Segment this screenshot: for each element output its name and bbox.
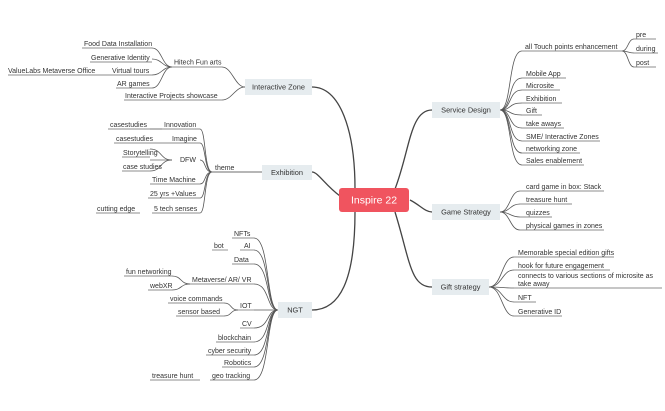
root-node[interactable]: Inspire 22 <box>339 188 409 212</box>
node-hitech-fun-arts[interactable]: Hitech Fun arts <box>174 60 222 67</box>
category-exhibition[interactable]: Exhibition <box>262 165 312 180</box>
category-interactive-zone[interactable]: Interactive Zone <box>245 79 312 95</box>
main-branches <box>311 86 433 311</box>
node-mobile-app[interactable]: Mobile App <box>526 71 561 78</box>
node-blockchain[interactable]: blockchain <box>218 335 251 342</box>
node-imagine[interactable]: Imagine <box>172 136 197 143</box>
root-label: Inspire 22 <box>351 195 397 207</box>
node-all-touch-points-enhancement[interactable]: all Touch points enhancement <box>525 44 618 51</box>
category-label: Exhibition <box>271 168 303 177</box>
category-game-strategy[interactable]: Game Strategy <box>432 204 500 220</box>
node-exhibition[interactable]: Exhibition <box>526 96 556 103</box>
node-quizzes[interactable]: quizzes <box>526 210 550 217</box>
node-geo-tracking[interactable]: geo tracking <box>212 373 250 380</box>
branch-gift-strategy: Gift strategy Memorable special edition … <box>432 250 662 317</box>
node-post[interactable]: post <box>636 60 649 67</box>
node-connects-to-microsite[interactable]: connects to various sections of microsit… <box>518 273 654 280</box>
node-ai[interactable]: AI <box>244 243 251 250</box>
category-service-design[interactable]: Service Design <box>432 102 500 118</box>
branch-service-design: Service Design all Touch points enhancem… <box>432 32 658 166</box>
node-robotics[interactable]: Robotics <box>224 360 252 367</box>
node-nft[interactable]: NFT <box>518 295 532 302</box>
node-iot[interactable]: IOT <box>240 303 252 310</box>
node-card-game-in-box-stack[interactable]: card game in box: Stack <box>526 184 602 191</box>
node-case-studies[interactable]: case studies <box>123 164 162 171</box>
branch-ngt: NGT NFTs AI bot Data Metaverse/ AR/ VR f… <box>124 231 312 381</box>
node-fun-networking[interactable]: fun networking <box>126 269 172 276</box>
node-theme[interactable]: theme <box>215 165 235 172</box>
node-connects-to-microsite-line2: take away <box>518 281 550 288</box>
category-label: Service Design <box>441 106 491 115</box>
node-physical-games-in-zones[interactable]: physical games in zones <box>526 223 603 230</box>
node-innovation[interactable]: Innovation <box>164 122 196 129</box>
node-treasure-hunt[interactable]: treasure hunt <box>526 197 567 204</box>
category-label: Interactive Zone <box>252 83 305 92</box>
node-microsite[interactable]: Microsite <box>526 83 554 90</box>
category-ngt[interactable]: NGT <box>278 302 312 318</box>
node-metaverse-ar-vr[interactable]: Metaverse/ AR/ VR <box>192 277 252 284</box>
branch-game-strategy: Game Strategy card game in box: Stack tr… <box>432 184 604 231</box>
node-memorable-special-edition-gifts[interactable]: Memorable special edition gifts <box>518 250 615 257</box>
node-5-tech-senses[interactable]: 5 tech senses <box>154 206 198 213</box>
node-casestudies[interactable]: casestudies <box>116 136 153 143</box>
node-interactive-projects-showcase[interactable]: Interactive Projects showcase <box>125 93 218 100</box>
node-generative-id[interactable]: Generative ID <box>518 309 561 316</box>
node-gift[interactable]: Gift <box>526 108 537 115</box>
node-sensor-based[interactable]: sensor based <box>178 309 220 316</box>
category-label: NGT <box>287 306 303 315</box>
category-gift-strategy[interactable]: Gift strategy <box>432 279 489 295</box>
node-during[interactable]: during <box>636 46 656 53</box>
node-hook-for-future-engagement[interactable]: hook for future engagement <box>518 263 604 270</box>
node-bot[interactable]: bot <box>214 243 224 250</box>
node-networking-zone[interactable]: networking zone <box>526 146 577 153</box>
node-casestudies[interactable]: casestudies <box>110 122 147 129</box>
node-take-aways[interactable]: take aways <box>526 121 562 128</box>
node-cyber-security[interactable]: cyber security <box>208 348 252 355</box>
node-time-machine[interactable]: Time Machine <box>152 177 196 184</box>
node-sales-enablement[interactable]: Sales enablement <box>526 158 582 165</box>
node-25-yrs-values[interactable]: 25 yrs +Values <box>150 191 196 198</box>
category-label: Game Strategy <box>441 208 491 217</box>
branch-interactive-zone: Interactive Zone Hitech Fun arts Food Da… <box>8 41 312 101</box>
category-label: Gift strategy <box>441 283 481 292</box>
node-valuelabs-metaverse-office[interactable]: ValueLabs Metaverse Office <box>8 68 95 75</box>
node-voice-commands[interactable]: voice commands <box>170 296 223 303</box>
node-generative-identity[interactable]: Generative Identity <box>91 55 150 62</box>
node-food-data-installation[interactable]: Food Data Installation <box>84 41 152 48</box>
node-webxr[interactable]: webXR <box>149 283 173 290</box>
node-treasure-hunt[interactable]: treasure hunt <box>152 373 193 380</box>
node-nfts[interactable]: NFTs <box>234 231 251 238</box>
node-virtual-tours[interactable]: Virtual tours <box>112 68 150 75</box>
node-cutting-edge[interactable]: cutting edge <box>97 206 135 213</box>
branch-exhibition: Exhibition theme Innovation casestudies … <box>96 122 312 214</box>
node-pre[interactable]: pre <box>636 32 646 39</box>
node-ar-games[interactable]: AR games <box>117 81 150 88</box>
node-data[interactable]: Data <box>234 257 249 264</box>
node-sme-interactive-zones[interactable]: SME/ Interactive Zones <box>526 134 599 141</box>
node-dfw[interactable]: DFW <box>180 157 196 164</box>
node-storytelling[interactable]: Storytelling <box>123 150 158 157</box>
node-cv[interactable]: CV <box>242 321 252 328</box>
